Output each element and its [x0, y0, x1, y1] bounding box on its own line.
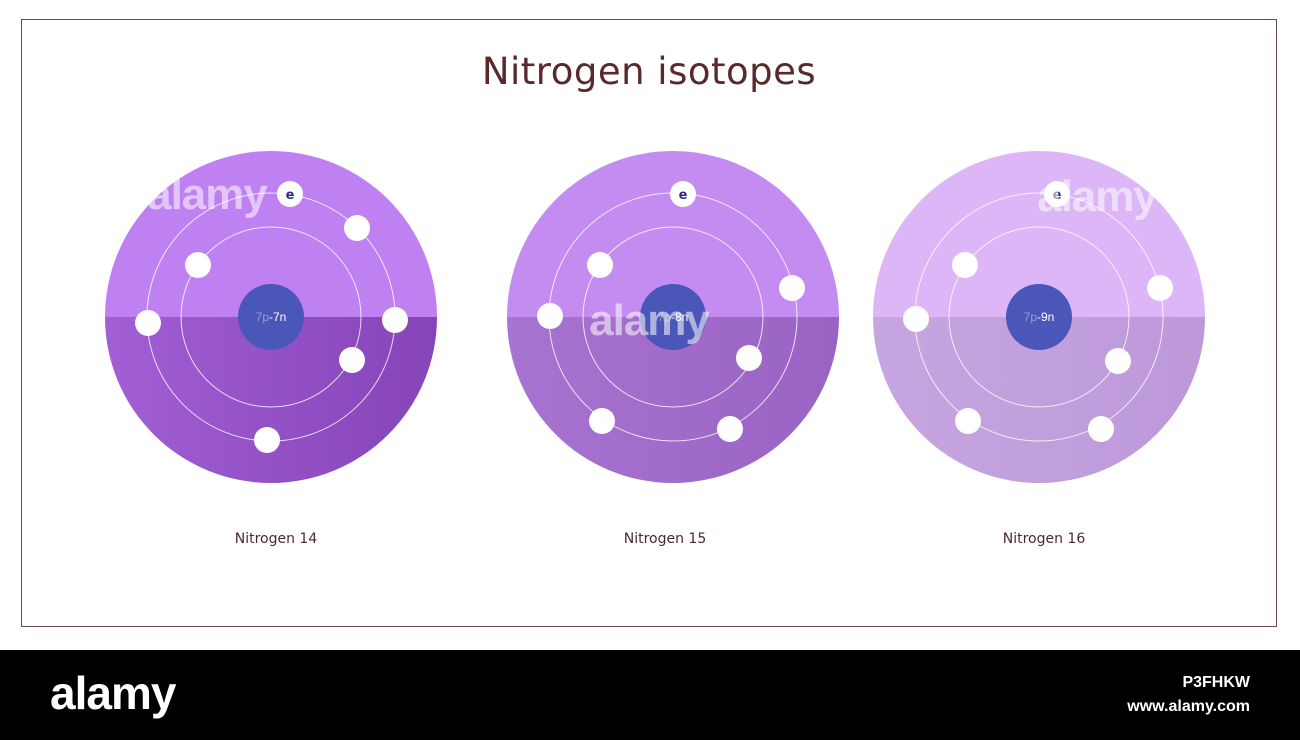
neutron-count: 8n: [675, 310, 688, 324]
electron: [952, 252, 978, 278]
footer-logo: alamy: [50, 667, 176, 719]
electron: [1044, 181, 1070, 207]
electron-symbol: e: [679, 188, 688, 203]
inner-shell: [582, 226, 764, 408]
electron: [277, 181, 303, 207]
nucleus-label: 7p-7n: [256, 310, 287, 324]
electron-symbol: e: [286, 188, 295, 203]
electron: [339, 347, 365, 373]
diagram-title: Nitrogen isotopes: [481, 50, 817, 93]
nucleus-separator: -: [671, 310, 675, 324]
neutron-count: 7n: [273, 310, 286, 324]
electron-symbol: e: [1053, 188, 1062, 203]
electron: [537, 303, 563, 329]
electron: [254, 427, 280, 453]
atom-nitrogen-15: 7p-8n e alamy: [507, 151, 839, 483]
atom-nitrogen-16: 7p-9n e alamy: [873, 151, 1205, 483]
electron: [587, 252, 613, 278]
atom-label-nitrogen-14: Nitrogen 14: [234, 531, 318, 547]
electron: [344, 215, 370, 241]
nucleus: [238, 284, 304, 350]
proton-count: 7p: [1024, 310, 1038, 324]
atom-label-nitrogen-15: Nitrogen 15: [623, 531, 707, 547]
electron: [736, 345, 762, 371]
nucleus-separator: -: [269, 310, 273, 324]
electron: [1088, 416, 1114, 442]
neutron-count: 9n: [1041, 310, 1054, 324]
nucleus-separator: -: [1037, 310, 1041, 324]
atom-nitrogen-14: 7p-7n e: [105, 151, 437, 483]
electron: [955, 408, 981, 434]
watermark: alamy: [1037, 172, 1158, 221]
electron: [779, 275, 805, 301]
electron: [1147, 275, 1173, 301]
electron: [382, 307, 408, 333]
footer-image-id: P3FHKW: [1182, 674, 1250, 691]
proton-count: 7p: [658, 310, 672, 324]
electron: [670, 181, 696, 207]
proton-count: 7p: [256, 310, 270, 324]
inner-shell: [948, 226, 1130, 408]
nucleus-label: 7p-9n: [1024, 310, 1055, 324]
inner-shell: [180, 226, 362, 408]
nucleus-label: 7p-8n: [658, 310, 689, 324]
atom-diagram: 7p-9n e alamy: [873, 151, 1205, 483]
stock-footer: alamy P3FHKW www.alamy.com: [0, 650, 1300, 740]
electron: [589, 408, 615, 434]
footer-url: www.alamy.com: [1127, 698, 1250, 715]
electron: [903, 306, 929, 332]
watermark: alamy: [589, 296, 710, 345]
atom-label-nitrogen-16: Nitrogen 16: [1002, 531, 1086, 547]
atom-diagram: 7p-8n e alamy: [507, 151, 839, 483]
nucleus: [1006, 284, 1072, 350]
electron: [185, 252, 211, 278]
electron: [1105, 348, 1131, 374]
atom-diagram: 7p-7n e: [105, 151, 437, 483]
nucleus: [640, 284, 706, 350]
electron: [135, 310, 161, 336]
electron: [717, 416, 743, 442]
